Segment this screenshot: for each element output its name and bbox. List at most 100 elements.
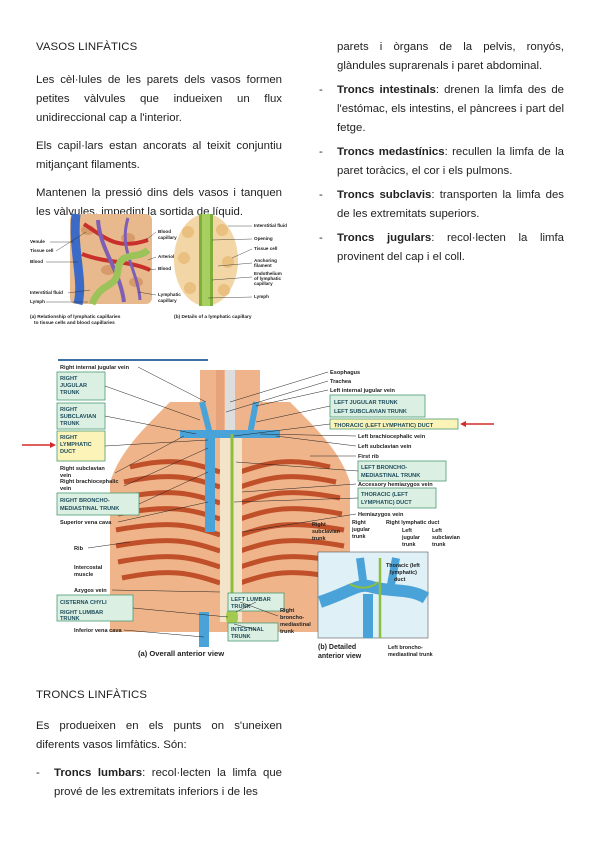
svg-text:subclavian: subclavian — [312, 529, 340, 535]
trunk-list-start: -Troncs lumbars: recol·lecten la limfa q… — [36, 764, 282, 802]
svg-text:Right internal jugular vein: Right internal jugular vein — [60, 365, 130, 371]
svg-text:of lymphatic: of lymphatic — [254, 276, 282, 281]
section-heading-troncs: TRONCS LINFÀTICS — [36, 689, 148, 701]
svg-text:jugular: jugular — [401, 535, 421, 541]
svg-text:First rib: First rib — [358, 454, 379, 460]
svg-text:THORACIC (LEFT LYMPHATIC) DUCT: THORACIC (LEFT LYMPHATIC) DUCT — [334, 423, 434, 429]
section-heading-vasos: VASOS LINFÀTICS — [36, 41, 138, 53]
paragraph-pressure: Mantenen la pressió dins dels vasos i ta… — [36, 187, 282, 218]
svg-text:Esophagus: Esophagus — [330, 370, 360, 376]
svg-text:mediastinal: mediastinal — [280, 622, 311, 628]
svg-text:SUBCLAVIAN: SUBCLAVIAN — [60, 414, 96, 420]
svg-text:Rib: Rib — [74, 546, 84, 552]
svg-text:Tissue cell: Tissue cell — [30, 248, 53, 253]
svg-text:trunk: trunk — [432, 542, 445, 548]
svg-text:Arteriole: Arteriole — [158, 254, 177, 259]
svg-text:jugular: jugular — [351, 527, 371, 533]
svg-text:MEDIASTINAL TRUNK: MEDIASTINAL TRUNK — [60, 506, 119, 512]
svg-text:Anchoring: Anchoring — [254, 258, 277, 263]
svg-text:LEFT SUBCLAVIAN TRUNK: LEFT SUBCLAVIAN TRUNK — [334, 409, 407, 415]
svg-text:Blood: Blood — [30, 259, 43, 264]
svg-text:Left broncho-: Left broncho- — [388, 645, 423, 651]
svg-text:DUCT: DUCT — [60, 449, 76, 455]
svg-text:Right brachiocephalic: Right brachiocephalic — [60, 479, 118, 485]
svg-text:trunk: trunk — [280, 629, 295, 635]
list-item: -Troncs lumbars: recol·lecten la limfa q… — [36, 767, 282, 798]
svg-text:Right: Right — [352, 520, 366, 526]
svg-text:MEDIASTINAL TRUNK: MEDIASTINAL TRUNK — [361, 473, 420, 479]
svg-text:TRUNK: TRUNK — [60, 616, 80, 622]
svg-text:(b) Detailed: (b) Detailed — [318, 644, 356, 651]
svg-text:to tissue cells and blood capi: to tissue cells and blood capillaries — [34, 320, 115, 326]
svg-text:(b) Details of a lymphatic cap: (b) Details of a lymphatic capillary — [174, 314, 252, 320]
svg-text:Inferior vena cava: Inferior vena cava — [74, 628, 122, 634]
capillary-detail-illustration — [174, 214, 238, 306]
svg-text:CISTERNA CHYLI: CISTERNA CHYLI — [60, 600, 107, 606]
svg-text:capillary: capillary — [158, 235, 177, 240]
svg-text:JUGULAR: JUGULAR — [60, 383, 87, 389]
list-item: -Troncs intestinals: drenen la limfa des… — [319, 84, 564, 134]
svg-text:TRUNK: TRUNK — [231, 604, 251, 610]
svg-text:Lymph: Lymph — [30, 299, 45, 304]
svg-text:Blood: Blood — [158, 266, 171, 271]
svg-text:Lymphatic: Lymphatic — [158, 292, 181, 297]
svg-text:Lymph: Lymph — [254, 294, 269, 299]
svg-text:vein: vein — [60, 486, 72, 492]
right-column: parets i òrgans de la pelvis, ronyós, gl… — [319, 38, 564, 272]
svg-text:trunk: trunk — [402, 542, 415, 548]
svg-text:Interstitial fluid: Interstitial fluid — [254, 223, 287, 228]
figure-divider — [58, 359, 208, 361]
right-boxes: LEFT JUGULAR TRUNK LEFT SUBCLAVIAN TRUNK… — [227, 394, 459, 642]
highlight-arrows — [22, 421, 494, 448]
svg-text:Opening: Opening — [254, 236, 273, 241]
trunk-list: -Troncs intestinals: drenen la limfa des… — [319, 81, 564, 267]
svg-text:Right: Right — [312, 522, 326, 528]
svg-text:RIGHT LUMBAR: RIGHT LUMBAR — [60, 610, 103, 616]
paragraph-intro-trunks: Es produeixen en els punts on s'uneixen … — [36, 720, 282, 751]
svg-text:trunk: trunk — [352, 534, 365, 540]
svg-text:THORACIC (LEFT: THORACIC (LEFT — [361, 492, 409, 498]
list-item: -Troncs jugulars: recol·lecten la limfa … — [319, 232, 564, 263]
svg-text:LEFT LUMBAR: LEFT LUMBAR — [231, 597, 271, 603]
capillary-network-illustration — [70, 213, 152, 306]
svg-text:capillary: capillary — [254, 281, 273, 286]
svg-text:capillary: capillary — [158, 298, 177, 303]
paragraph-valves: Les cèl·lules de les parets dels vasos f… — [36, 74, 282, 124]
svg-text:Left: Left — [432, 528, 442, 534]
svg-text:Accessory hemiazygos vein: Accessory hemiazygos vein — [358, 482, 433, 488]
svg-text:LYMPHATIC: LYMPHATIC — [60, 442, 92, 448]
svg-text:mediastinal trunk: mediastinal trunk — [388, 652, 433, 658]
svg-text:Left: Left — [402, 528, 412, 534]
svg-text:(a) Overall anterior view: (a) Overall anterior view — [138, 649, 224, 658]
svg-text:subclavian: subclavian — [432, 535, 460, 541]
svg-text:Left internal jugular vein: Left internal jugular vein — [330, 388, 396, 394]
svg-text:Interstitial fluid: Interstitial fluid — [30, 290, 63, 295]
svg-text:Venule: Venule — [30, 239, 45, 244]
svg-text:anterior view: anterior view — [318, 653, 362, 660]
svg-text:LYMPHATIC) DUCT: LYMPHATIC) DUCT — [361, 500, 412, 506]
left-column-top: VASOS LINFÀTICS Les cèl·lules de les par… — [36, 38, 282, 231]
svg-text:Superior vena cava: Superior vena cava — [60, 520, 112, 526]
left-column-bottom: TRONCS LINFÀTICS Es produeixen en els pu… — [36, 686, 282, 807]
lymphatic-capillaries-figure: Venule Tissue cell Blood Interstitial fl… — [28, 210, 296, 335]
paragraph-capillaries: Els capil·lars estan ancorats al teixit … — [36, 140, 282, 171]
svg-text:Blood: Blood — [158, 229, 171, 234]
lymphatic-trunks-figure: RIGHT JUGULAR TRUNK RIGHT SUBCLAVIAN TRU… — [20, 362, 588, 662]
svg-text:Azygos vein: Azygos vein — [74, 588, 107, 594]
svg-text:Endothelium: Endothelium — [254, 271, 282, 276]
svg-text:RIGHT: RIGHT — [60, 376, 78, 382]
svg-text:Left brachiocephalic vein: Left brachiocephalic vein — [358, 434, 426, 440]
torso-illustration — [110, 370, 350, 647]
svg-text:Thoracic (left: Thoracic (left — [386, 563, 420, 569]
svg-text:Tissue cell: Tissue cell — [254, 246, 277, 251]
svg-text:Right lymphatic duct: Right lymphatic duct — [386, 520, 440, 526]
svg-text:trunk: trunk — [312, 536, 325, 542]
svg-text:(a) Relationship of lymphatic: (a) Relationship of lymphatic capillarie… — [30, 314, 121, 320]
svg-text:TRUNK: TRUNK — [231, 634, 251, 640]
svg-text:Left subclavian vein: Left subclavian vein — [358, 444, 412, 450]
svg-text:RIGHT: RIGHT — [60, 407, 78, 413]
svg-text:RIGHT: RIGHT — [60, 435, 78, 441]
svg-text:filament: filament — [254, 263, 272, 268]
list-item: -Troncs medastínics: recullen la limfa d… — [319, 146, 564, 177]
detail-view-illustration — [317, 551, 430, 639]
